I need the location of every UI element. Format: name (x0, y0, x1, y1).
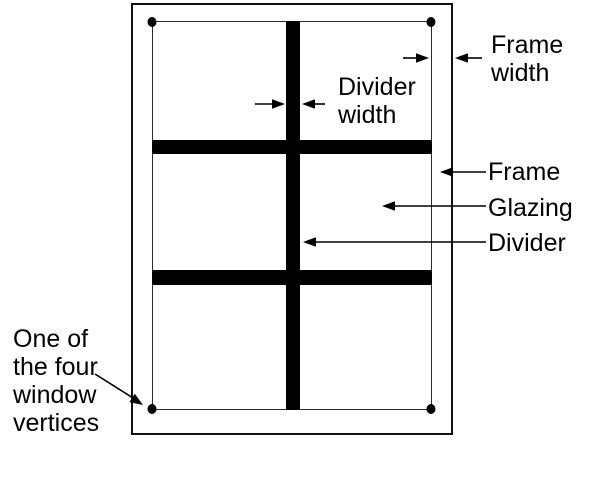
divider-width-label: Divider width (338, 73, 416, 129)
glazing-label: Glazing (488, 194, 573, 222)
divider-width-label-line1: Divider (338, 73, 416, 101)
window-vertex-dot-bottom-left (147, 404, 157, 414)
window-vertex-dot-top-right (426, 17, 436, 27)
frame-width-label: Frame width (491, 31, 563, 87)
vertex-note-label: One of the four window vertices (13, 325, 99, 437)
frame-label: Frame (488, 158, 561, 186)
frame-width-label-line2: width (491, 59, 550, 87)
vertex-note-line4: vertices (13, 409, 100, 437)
vertical-divider-bar (286, 21, 300, 410)
divider-label: Divider (488, 229, 566, 257)
frame-width-label-line1: Frame (491, 31, 564, 59)
window-vertex-dot-bottom-right (426, 404, 436, 414)
frame-width-outer-arrow-icon (455, 53, 482, 63)
divider-width-label-line2: width (338, 101, 397, 129)
vertex-note-line3: window (13, 381, 97, 409)
vertex-note-line1: One of (13, 325, 89, 353)
vertex-note-line2: the four (13, 353, 98, 381)
window-vertex-dot-top-left (147, 17, 157, 27)
